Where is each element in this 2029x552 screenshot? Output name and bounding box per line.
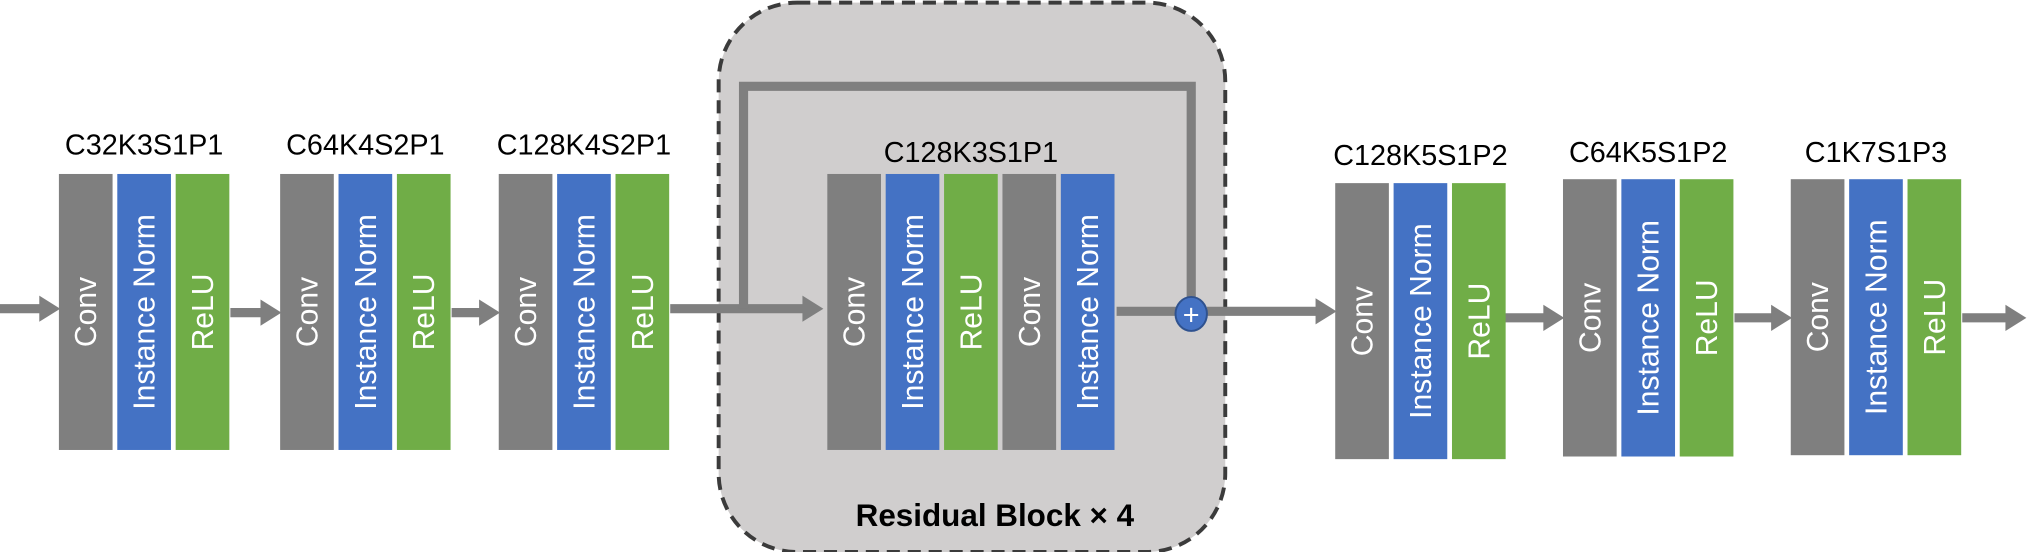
conv-label: Conv bbox=[1574, 283, 1607, 353]
conv-layer bbox=[1335, 183, 1389, 460]
instance-norm-label: Instance Norm bbox=[350, 214, 383, 410]
add-node-icon bbox=[1174, 295, 1208, 332]
instance-norm-layer bbox=[1849, 179, 1903, 456]
instance-norm-label: Instance Norm bbox=[897, 214, 930, 410]
conv-layer bbox=[58, 173, 113, 450]
block-label: C32K3S1P1 bbox=[65, 129, 223, 161]
instance-norm-layer bbox=[117, 173, 171, 450]
instance-norm-label: Instance Norm bbox=[1072, 214, 1105, 410]
arrow-1-2-head-icon bbox=[260, 299, 282, 326]
conv-layer bbox=[498, 173, 553, 450]
instance-norm-label: Instance Norm bbox=[1405, 223, 1438, 419]
conv-label: Conv bbox=[70, 277, 103, 347]
relu-layer bbox=[615, 173, 670, 450]
relu-label: ReLU bbox=[187, 274, 220, 351]
block-label: C128K3S1P1 bbox=[884, 137, 1058, 169]
block-label: C64K5S1P2 bbox=[1569, 137, 1727, 169]
block-label: C128K5S1P2 bbox=[1333, 140, 1507, 172]
relu-label: ReLU bbox=[1691, 279, 1724, 356]
conv-label: Conv bbox=[291, 277, 324, 347]
instance-norm-label: Instance Norm bbox=[1860, 219, 1893, 415]
conv-label: Conv bbox=[1802, 282, 1835, 352]
conv-label: Conv bbox=[839, 277, 872, 347]
arrow-residual-5-head-icon bbox=[1315, 298, 1337, 325]
output-arrow-head-icon bbox=[2005, 304, 2027, 331]
conv-layer bbox=[827, 173, 881, 450]
arrow-3-residual-head-icon bbox=[802, 295, 824, 322]
block-label: C128K4S2P1 bbox=[497, 129, 671, 161]
block-label: C1K7S1P3 bbox=[1805, 137, 1947, 169]
conv-layer bbox=[1562, 179, 1617, 457]
conv-label: Conv bbox=[510, 277, 543, 347]
arrow-5-6-head-icon bbox=[1543, 304, 1565, 331]
relu-layer bbox=[1679, 179, 1734, 457]
arrow-6-7-head-icon bbox=[1771, 304, 1793, 331]
conv-layer bbox=[1790, 179, 1845, 456]
relu-label: ReLU bbox=[955, 274, 988, 351]
relu-label: ReLU bbox=[627, 274, 660, 351]
instance-norm-layer bbox=[1060, 173, 1115, 450]
relu-layer bbox=[175, 173, 230, 450]
input-arrow-head-icon bbox=[39, 295, 61, 322]
add-symbol: + bbox=[1183, 299, 1200, 331]
instance-norm-layer bbox=[1621, 179, 1676, 457]
instance-norm-layer bbox=[1393, 183, 1448, 460]
arrow-2-3-head-icon bbox=[479, 299, 501, 326]
conv-layer bbox=[1002, 173, 1057, 450]
relu-layer bbox=[1907, 179, 1962, 456]
conv-label: Conv bbox=[1347, 286, 1380, 356]
instance-norm-label: Instance Norm bbox=[568, 214, 601, 410]
relu-label: ReLU bbox=[408, 274, 441, 351]
relu-layer bbox=[1451, 183, 1506, 460]
relu-label: ReLU bbox=[1463, 283, 1496, 360]
residual-block-title: Residual Block × 4 bbox=[856, 498, 1135, 533]
instance-norm-layer bbox=[338, 173, 393, 450]
conv-label: Conv bbox=[1014, 277, 1047, 347]
instance-norm-layer bbox=[557, 173, 611, 450]
block-label: C64K4S2P1 bbox=[286, 129, 444, 161]
instance-norm-layer bbox=[885, 173, 940, 450]
instance-norm-label: Instance Norm bbox=[129, 214, 162, 410]
relu-layer bbox=[944, 173, 998, 450]
conv-layer bbox=[280, 173, 334, 450]
relu-label: ReLU bbox=[1919, 279, 1952, 356]
relu-layer bbox=[396, 173, 451, 450]
skip-connection-line bbox=[738, 81, 1196, 309]
instance-norm-label: Instance Norm bbox=[1633, 220, 1666, 416]
